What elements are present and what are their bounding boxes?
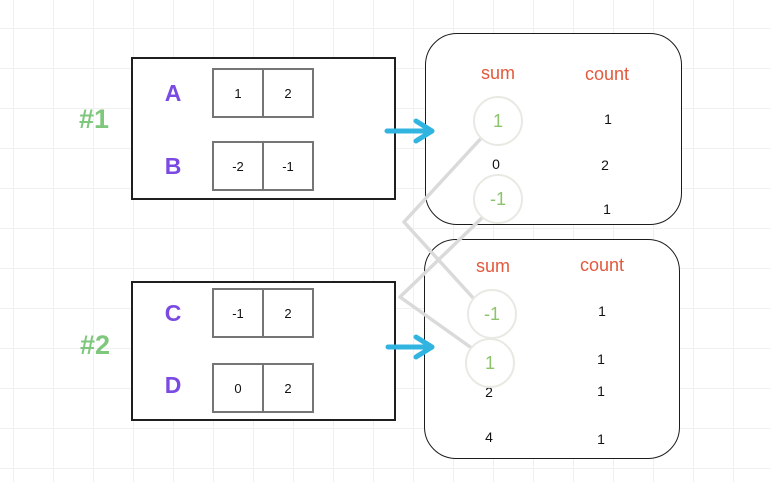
group-1-highlighted-sum-circle: -1 <box>473 174 523 224</box>
group-1-label: #1 <box>78 104 110 134</box>
group-2-result-box: sum count 1 1 2 1 4 1 -1 1 <box>424 239 680 459</box>
array-cell: -1 <box>232 305 244 321</box>
array-cell: 2 <box>262 70 312 116</box>
group-2-count-value: 1 <box>598 303 606 319</box>
group-2-sum-header: sum <box>475 256 510 276</box>
group-2-row-c-cells: -1 2 <box>212 288 314 338</box>
array-cell: -1 <box>262 143 312 189</box>
group-1-sum-value: 0 <box>492 156 500 172</box>
group-1-highlighted-sum-value: -1 <box>489 188 506 209</box>
group-1-row-b-label: B <box>164 153 182 179</box>
array-cell: 2 <box>262 290 312 336</box>
group-2-sum-value: 4 <box>485 429 493 445</box>
group-2-row-d-label: D <box>164 372 182 398</box>
group-2-highlighted-sum-circle: -1 <box>467 289 517 339</box>
group-2-sum-value: 2 <box>485 384 493 400</box>
group-1-count-value: 1 <box>603 201 611 217</box>
group-2-highlighted-sum-value: -1 <box>483 303 500 324</box>
group-1-sum-header: sum <box>480 63 515 83</box>
group-1-row-a-cells: 1 2 <box>212 68 314 118</box>
group-1-row-b-cells: -2 -1 <box>212 141 314 191</box>
group-2-count-value: 1 <box>597 431 605 447</box>
group-2-highlighted-sum-circle: 1 <box>465 338 515 388</box>
group-2-count-value: 1 <box>597 351 605 367</box>
group-1-count-value: 1 <box>604 111 612 127</box>
group-1-highlighted-sum-circle: 1 <box>473 96 523 146</box>
group-1-row-a-label: A <box>164 80 182 106</box>
group-2-row-c-label: C <box>164 300 182 326</box>
group-2-count-header: count <box>579 255 625 275</box>
group-2-label: #2 <box>79 330 111 360</box>
group-2-row-d-cells: 0 2 <box>212 363 314 413</box>
group-2-count-value: 1 <box>597 383 605 399</box>
array-cell: 1 <box>234 85 242 101</box>
group-2-highlighted-sum-value: 1 <box>484 352 495 373</box>
group-1-count-value: 2 <box>601 157 609 173</box>
group-1-highlighted-sum-value: 1 <box>492 110 503 131</box>
group-1-count-header: count <box>584 64 630 84</box>
array-cell: -2 <box>232 158 244 174</box>
array-cell: 2 <box>262 365 312 411</box>
array-cell: 0 <box>234 380 242 396</box>
group-1-result-box: sum count 1 0 2 1 1 -1 <box>425 33 682 225</box>
